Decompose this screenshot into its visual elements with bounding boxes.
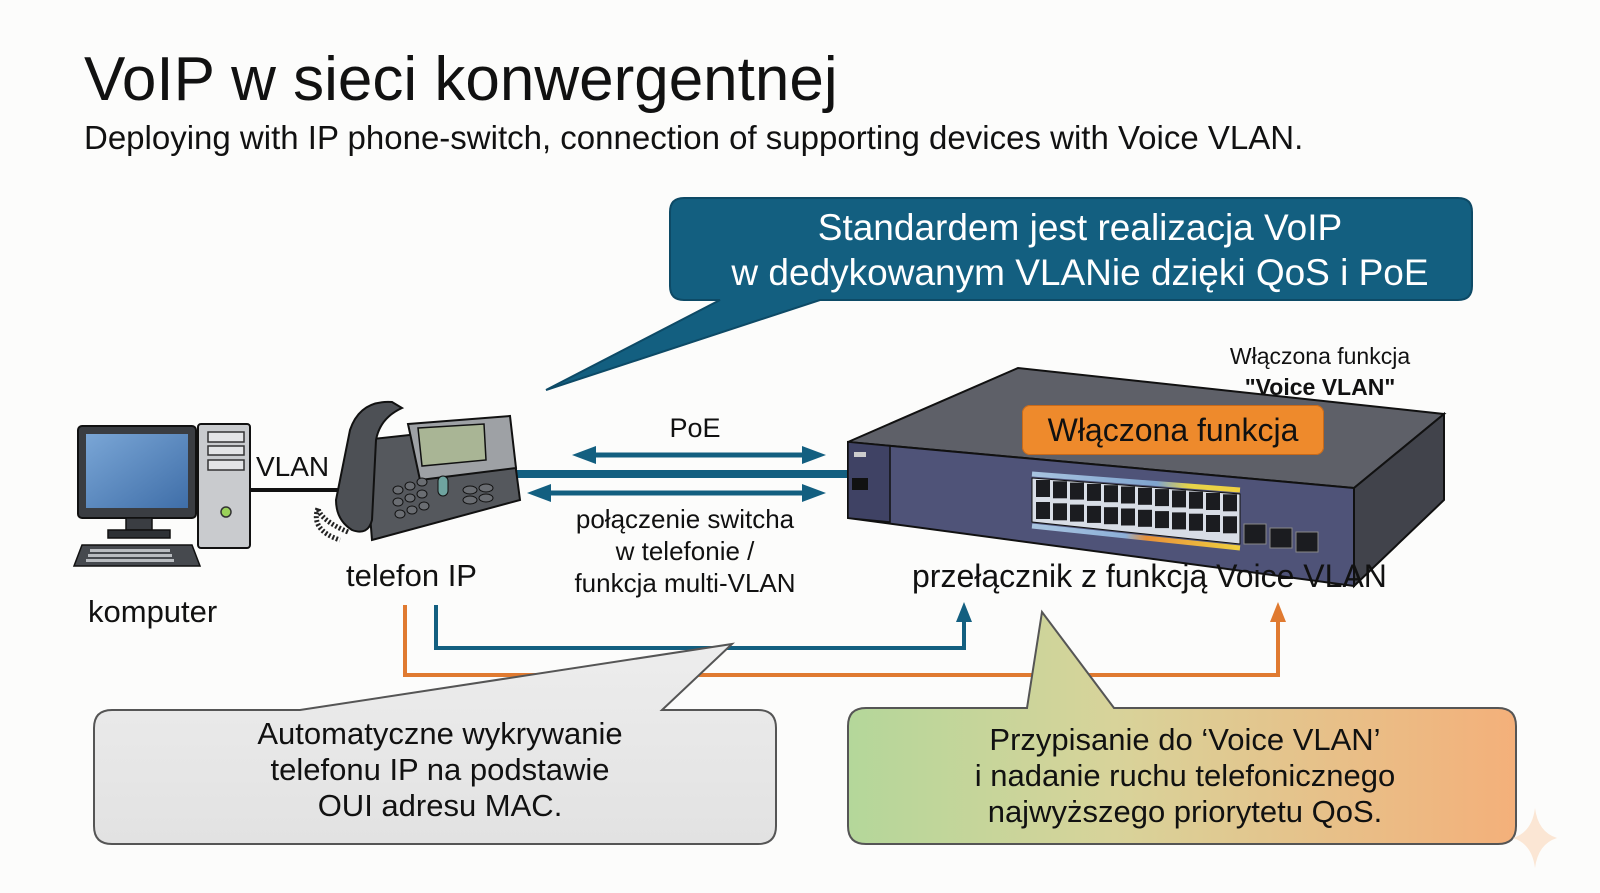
callout-top-bubble <box>545 197 1473 391</box>
switch-port-icon <box>1206 515 1220 532</box>
callout-detection-bubble <box>93 642 777 845</box>
switch-port-icon <box>1155 511 1169 529</box>
desktop-computer-icon <box>72 423 251 567</box>
multi-vlan-label: połączenie switcha w telefonie / funkcja… <box>545 503 825 599</box>
blue-connector-line <box>434 605 966 650</box>
switch-port-icon <box>1036 502 1050 519</box>
switch-port-icon <box>1172 512 1186 530</box>
function-enabled-badge: Włączona funkcja <box>1022 405 1324 455</box>
callout-assignment-line2: i nadanie ruchu telefonicznego <box>974 758 1396 793</box>
switch-port-icon <box>1036 480 1050 497</box>
switch-port-icon <box>1104 485 1118 503</box>
switch-port-icon <box>1070 482 1084 500</box>
multi-vlan-line1: połączenie switcha <box>575 504 795 534</box>
multi-vlan-line3: funkcja multi-VLAN <box>574 568 796 598</box>
orange-connector-line <box>403 605 1280 677</box>
switch-port-icon <box>1053 503 1067 521</box>
callout-detection-line3: OUI adresu MAC. <box>317 788 563 823</box>
callout-detection-text: Automatyczne wykrywanie telefonu IP na p… <box>140 716 740 824</box>
switch-port-icon <box>1172 490 1186 508</box>
voice-vlan-note-line1: Włączona funkcja <box>1229 343 1411 369</box>
computer-label: komputer <box>88 594 218 629</box>
multi-vlan-arrow <box>527 484 826 502</box>
switch-port-icon <box>1189 491 1203 509</box>
voice-vlan-note: Włączona funkcja "Voice VLAN" <box>1200 341 1440 403</box>
switch-port-icon <box>1189 513 1203 531</box>
switch-label: przełącznik z funkcją Voice VLAN <box>912 558 1387 594</box>
switch-port-icon <box>1223 516 1237 534</box>
phone-label: telefon IP <box>346 558 477 593</box>
callout-detection-line1: Automatyczne wykrywanie <box>257 716 623 751</box>
switch-port-icon <box>1206 493 1220 510</box>
multi-vlan-line2: w telefonie / <box>615 536 755 566</box>
ip-phone-icon <box>313 400 522 543</box>
page-title: VoIP w sieci konwergentnej <box>84 45 838 114</box>
voice-vlan-note-line2: "Voice VLAN" <box>1244 374 1396 400</box>
switch-port-icon <box>1104 507 1118 525</box>
vlan-label: VLAN <box>256 451 330 482</box>
orange-arrow-head <box>1270 602 1286 622</box>
switch-port-icon <box>1053 481 1067 499</box>
switch-port-icon <box>1121 508 1135 526</box>
orange-path <box>403 602 1286 677</box>
callout-assignment-line3: najwyższego priorytetu QoS. <box>987 794 1383 829</box>
callout-top-line2: w dedykowanym VLANie dzięki QoS i PoE <box>731 252 1429 293</box>
callout-top-text: Standardem jest realizacja VoIP w dedyko… <box>690 205 1470 295</box>
blue-path <box>434 602 972 650</box>
switch-port-icon <box>1138 509 1152 527</box>
switch-port-icon <box>1087 483 1101 501</box>
switch-port-icon <box>1070 504 1084 522</box>
switch-port-icon <box>1121 486 1135 504</box>
switch-port-icon <box>1087 505 1101 523</box>
callout-assignment-bubble <box>847 609 1517 845</box>
sparkle-icon <box>1513 808 1557 868</box>
page-subtitle: Deploying with IP phone-switch, connecti… <box>84 119 1304 156</box>
callout-assignment-line1: Przypisanie do ‘Voice VLAN’ <box>989 722 1381 757</box>
callout-top-line1: Standardem jest realizacja VoIP <box>817 207 1343 248</box>
callout-detection-line2: telefonu IP na podstawie <box>270 752 610 787</box>
switch-port-icon <box>1138 487 1152 505</box>
poe-arrow <box>572 446 826 464</box>
switch-port-icon <box>1155 489 1169 507</box>
poe-label: PoE <box>669 413 721 443</box>
switch-port-icon <box>1223 494 1237 512</box>
callout-assignment-text: Przypisanie do ‘Voice VLAN’ i nadanie ru… <box>880 722 1490 830</box>
blue-arrow-head <box>956 602 972 622</box>
callout-top <box>545 197 1473 391</box>
